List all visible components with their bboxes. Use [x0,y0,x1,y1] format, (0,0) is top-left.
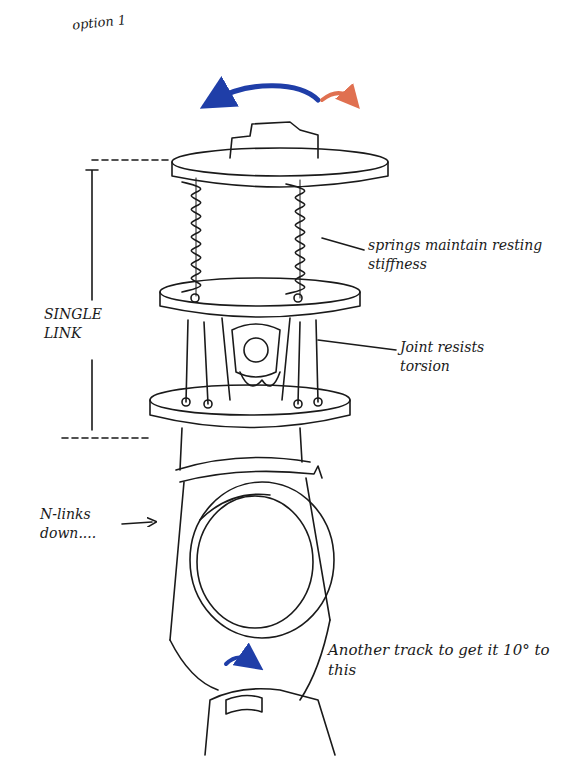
spring-rod [300,180,301,298]
base-component [205,689,335,755]
leader-line [322,238,364,250]
base-component [226,695,262,714]
track-belt [170,620,330,700]
leader-line [122,522,152,524]
rotation-arrow [226,657,252,664]
top-plate [172,148,388,187]
torsion-joint [186,318,318,404]
leader-line [318,340,396,350]
annotation-label: option 1 [71,7,162,34]
annotation-label: N-links down.... [40,505,122,543]
spring-rod [196,178,197,296]
rotation-arrow [215,86,318,100]
annotation-label: Another track to get it 10° to this [328,640,558,681]
top-knob [230,122,318,158]
annotation-label: Joint resists torsion [400,338,520,376]
rotation-arrow [322,93,352,100]
middle-plate [160,278,360,317]
coil-spring [286,184,305,294]
annotation-label: springs maintain resting stiffness [368,236,558,274]
pulley [190,482,334,638]
dimension-bracket [62,160,170,438]
bottom-plate [150,385,350,428]
annotation-label: SINGLE LINK [44,305,134,343]
coil-spring [182,182,201,292]
